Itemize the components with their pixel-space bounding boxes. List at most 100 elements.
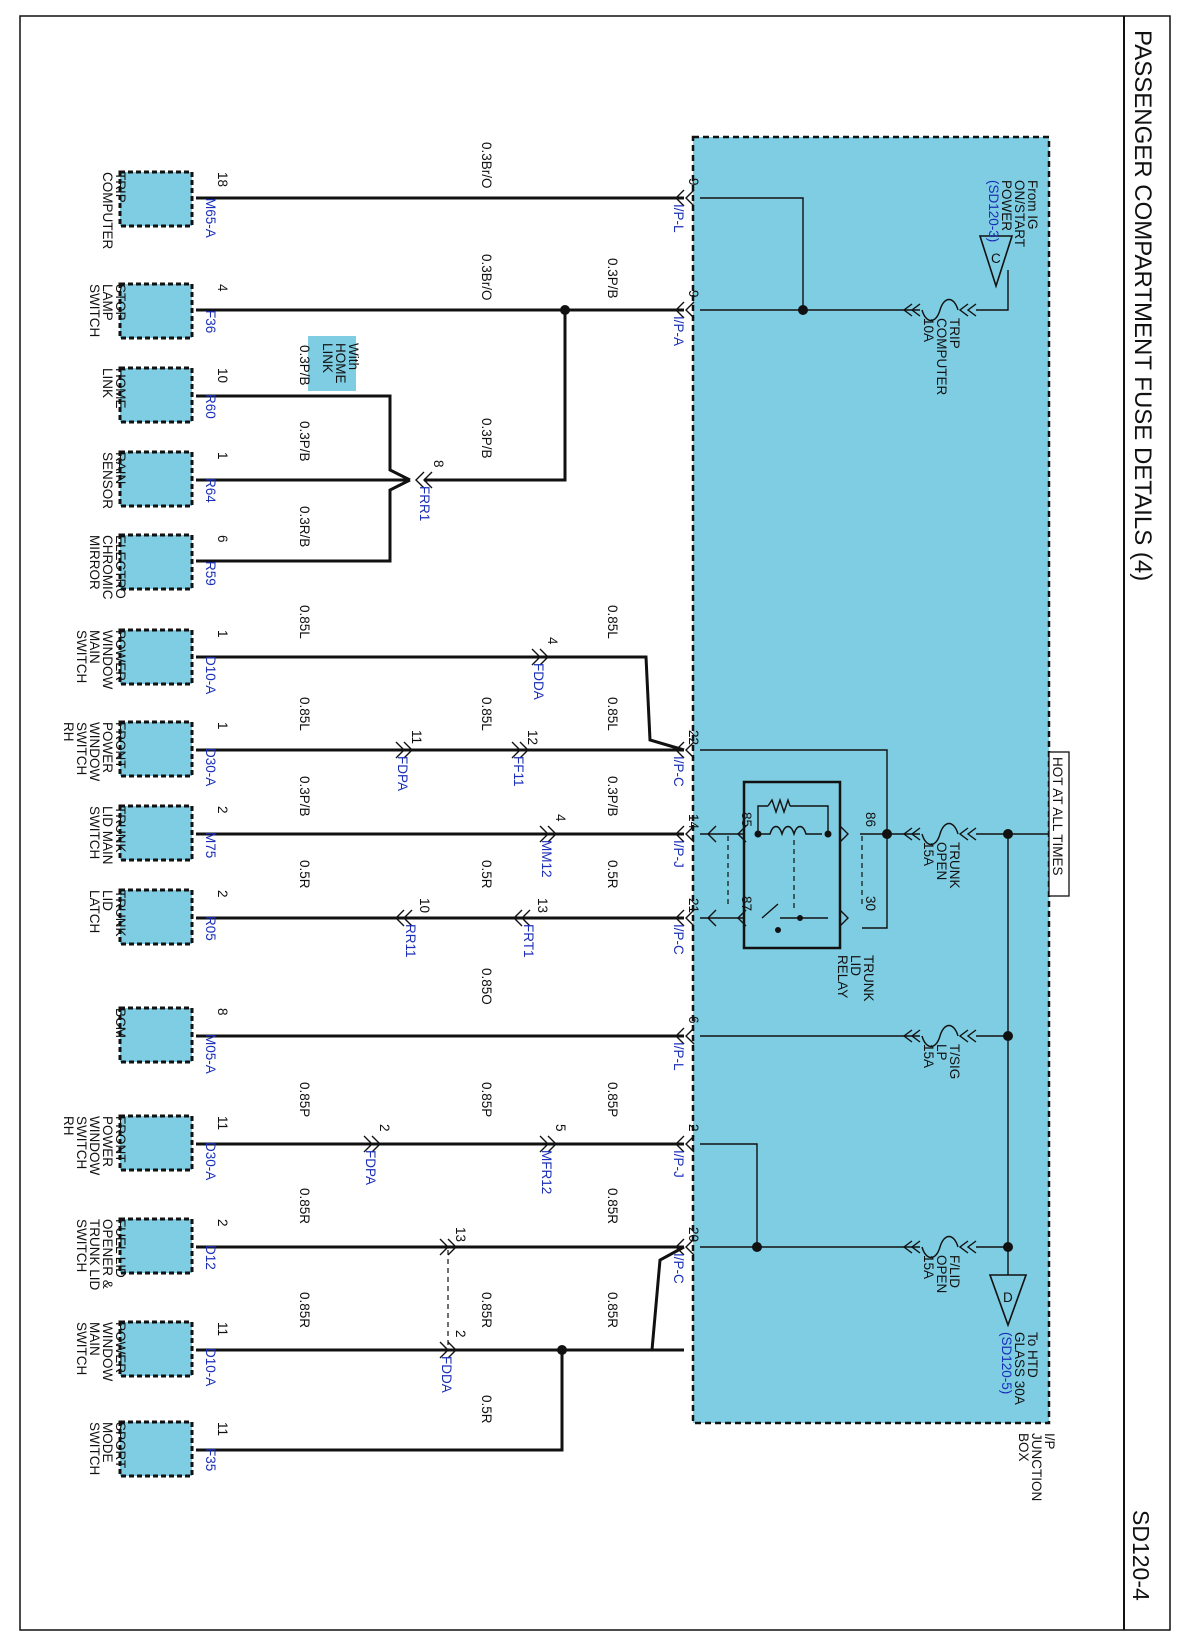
ign-source-triangle [978,235,1014,289]
component-box [118,533,194,591]
component-connector: F35 [203,1448,218,1471]
component-box [118,366,194,424]
wire-fuel-lid-branch [562,1245,685,1352]
box-pin-connector: I/P-J [671,1150,686,1178]
inline-connector: FF11 [511,756,526,787]
wire-label: 0.85R [297,1292,312,1328]
wire-label: 0.3P/B [297,421,312,462]
wire-label: 0.3P/B [297,776,312,817]
component-box [118,1420,194,1478]
box-pin-number: 22 [686,730,701,745]
component-name: HOME [113,368,128,409]
component-box [118,720,194,778]
component-pin: 2 [215,890,230,898]
box-pin-number: 6 [686,1016,701,1024]
component-name: CHROMIC [100,535,115,600]
component-connector: D10-A [203,1348,218,1386]
fuse-label: 15A [921,1044,936,1068]
trunk-lid-relay [742,780,842,950]
box-pin-connector: I/P-C [671,924,686,955]
fuse-symbol [902,1024,977,1048]
component-name: SWITCH [74,1116,89,1169]
inline-connector: RR11 [403,924,418,958]
hot-at-all-times-box [1048,751,1070,897]
box-pin-number: 21 [686,898,701,913]
component-name: TRUNK LID [87,1219,102,1291]
wire-label: 0.85R [297,1188,312,1224]
wire-sport-mode [196,1350,564,1452]
component-name: LINK [100,368,115,398]
component-connector: D30-A [203,1142,218,1180]
wire-label: 0.85P [605,1082,620,1117]
inline-pin-number: 13 [535,898,550,913]
component-name: FUEL LID [113,1219,128,1278]
relay-pin-85: 85 [739,812,754,827]
component-name: MODE [100,1422,115,1463]
box-pin-connector: I/P-L [671,1042,686,1071]
component-name: LATCH [87,890,102,933]
junction-box-label: JUNCTION [1029,1433,1044,1501]
component-name: RAIN [113,452,128,484]
relay-resistor [757,797,829,834]
component-name: COMPUTER [100,172,115,250]
component-name: POWER [113,1322,128,1373]
component-pin: 2 [215,1219,230,1227]
relay-dot [824,830,832,838]
wire-pw-main-l-2 [540,655,685,752]
relay-switch [761,903,828,919]
box-pin-number: 9 [686,178,701,186]
box-pin-connector: I/P-C [671,1253,686,1284]
component-pin: 18 [215,172,230,187]
inline-pin-number: 8 [431,460,446,468]
component-name: MAIN [87,630,102,664]
box-pin-connector: I/P-L [671,204,686,233]
component-box [118,888,194,946]
htd-dest-label: GLASS 30A [1012,1332,1027,1405]
splice-dot [560,305,570,315]
relay-pin-30: 30 [863,896,878,911]
component-name: POWER [113,630,128,681]
component-name: FRONT [113,722,128,769]
inline-pin-number: 11 [409,730,424,744]
component-name: SENSOR [100,452,115,509]
fuse-label: 15A [921,1255,936,1279]
component-name: SWITCH [74,630,89,683]
ign-source-label: POWER [999,180,1014,231]
component-name: TRUNK [113,806,128,853]
relay-coil [758,825,822,837]
component-connector: M65-A [203,198,218,238]
trunk-fuse-to-30 [862,834,888,929]
component-name: SWITCH [74,1219,89,1272]
wire-label: 0.85L [297,697,312,731]
inline-pin-number: 2 [377,1124,392,1132]
option-label: HOME [333,343,348,384]
component-name: MAIN [87,1322,102,1356]
component-name: POWER [100,1116,115,1167]
component-name: LID [100,890,115,911]
relay-label: LID [848,955,863,976]
relay-dot [797,915,803,921]
htd-dest-label: To HTD [1025,1332,1040,1378]
wire-label: 0.85O [479,968,494,1005]
fuse-label: TRIP [947,318,962,349]
splice-dot [1003,1242,1013,1252]
inline-connector: FRR1 [417,486,432,521]
component-pin: 1 [215,722,230,730]
splice-dot [557,1345,567,1355]
component-name: LID MAIN [100,806,115,865]
fuse-label: OPEN [934,842,949,880]
wire-label: 0.85L [297,605,312,639]
component-connector: F36 [203,310,218,333]
fuse-label: F/LID [947,1255,962,1288]
option-label: LINK [320,343,335,373]
trip-fuse-branch [700,197,804,310]
component-box [118,1114,194,1172]
wire-frr1-feed [424,310,567,482]
component-name: ELECTRO [113,535,128,599]
component-box [118,1320,194,1378]
wire-label: 0.85R [479,1292,494,1328]
relay-dot [754,830,762,838]
wire-label: 0.3R/B [297,506,312,547]
component-connector: M75 [203,832,218,858]
